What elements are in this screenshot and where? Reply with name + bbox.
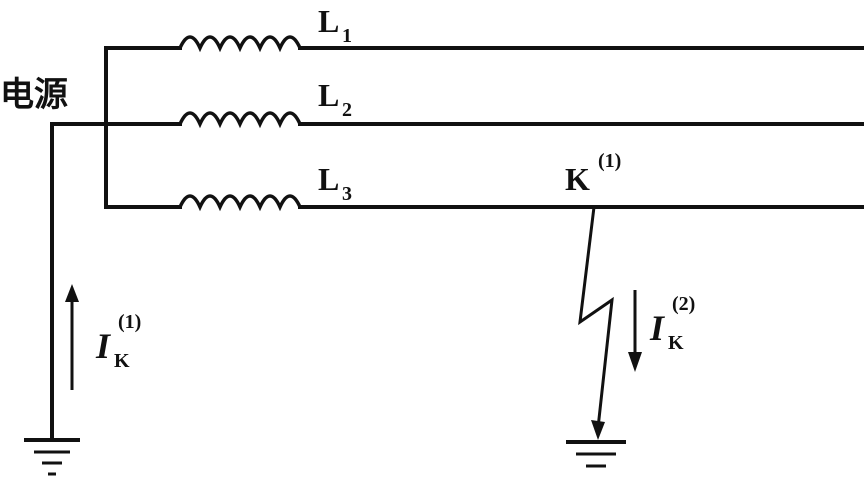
svg-text:I: I — [649, 308, 666, 348]
svg-text:K: K — [114, 350, 130, 372]
svg-text:1: 1 — [342, 25, 352, 47]
svg-text:L: L — [318, 3, 339, 39]
line-label-l2: L 2 — [318, 77, 352, 121]
inductor-l2 — [178, 111, 302, 129]
svg-text:L: L — [318, 161, 339, 197]
svg-text:3: 3 — [342, 183, 352, 205]
current-arrow-down — [628, 290, 642, 372]
svg-text:(2): (2) — [672, 293, 695, 315]
line-label-l3: L 3 — [318, 161, 352, 205]
current-label-right: I K (2) — [649, 293, 695, 354]
line-label-l1: L 1 — [318, 3, 352, 47]
fault-path — [578, 206, 614, 429]
svg-text:K: K — [565, 161, 590, 197]
inductor-l1 — [178, 35, 302, 53]
svg-text:K: K — [668, 332, 684, 354]
current-label-left: I K (1) — [95, 311, 141, 372]
fault-arrow-head — [591, 420, 605, 440]
svg-text:2: 2 — [342, 99, 352, 121]
svg-text:(1): (1) — [118, 311, 141, 333]
fault-point-label: K (1) — [565, 150, 621, 197]
svg-text:I: I — [95, 326, 112, 366]
ground-symbol-left — [24, 438, 80, 476]
current-arrow-up — [65, 284, 79, 390]
inductor-l3 — [178, 194, 302, 212]
source-label: 电源 — [0, 75, 68, 115]
svg-text:(1): (1) — [598, 150, 621, 172]
svg-text:L: L — [318, 77, 339, 113]
ground-symbol-right — [566, 440, 626, 468]
